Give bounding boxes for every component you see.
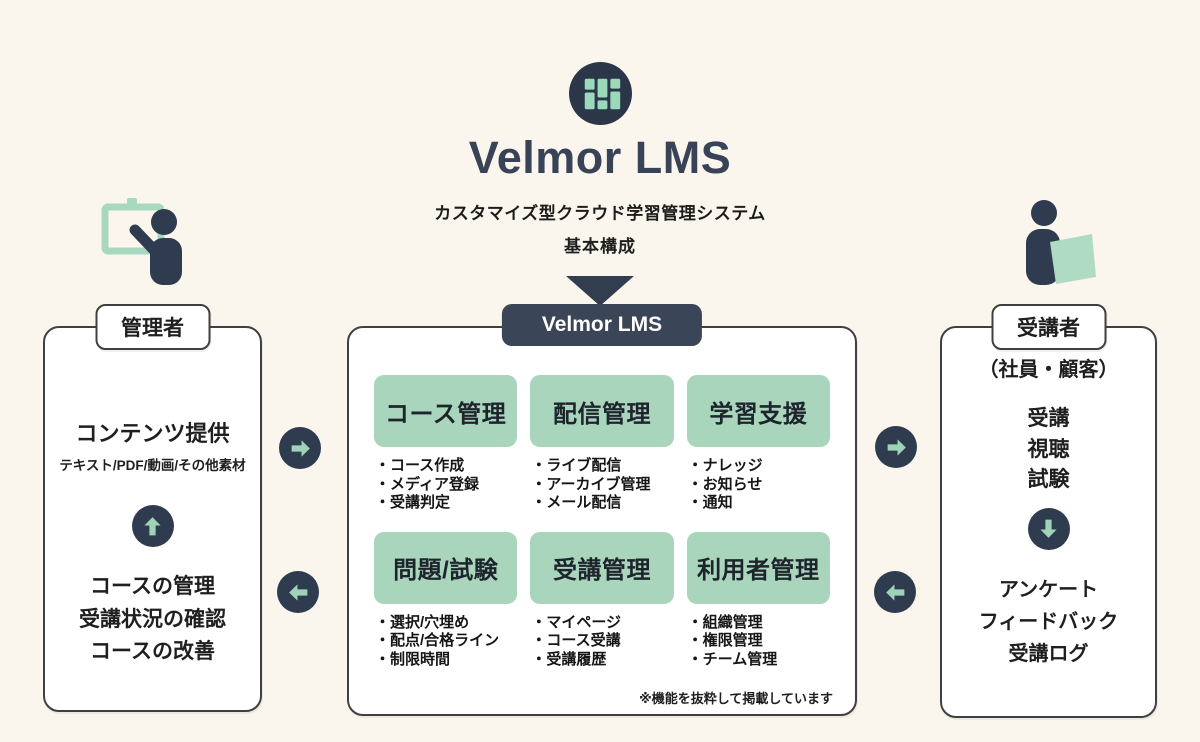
module-item: 受講判定 — [375, 494, 517, 513]
module-learning-support: 学習支援 ナレッジ お知らせ 通知 — [686, 375, 830, 513]
arrow-right-circle-icon — [279, 427, 321, 469]
module-item: コース作成 — [375, 457, 517, 476]
module-item: 通知 — [688, 494, 830, 513]
learner-sub-label: （社員・顧客） — [978, 359, 1119, 381]
person-with-laptop-icon — [1006, 197, 1098, 286]
module-card: コース管理 — [374, 375, 518, 447]
arrow-right-circle-icon — [875, 426, 917, 468]
module-question-exam: 問題/試験 選択/穴埋め 配点/合格ライン 制限時間 — [374, 531, 518, 670]
arrow-left-circle-icon — [277, 571, 319, 613]
module-item: 組織管理 — [688, 614, 830, 633]
admin-task-list: コースの管理 受講状況の確認 コースの改善 — [79, 571, 226, 669]
module-card: 配信管理 — [530, 375, 674, 447]
module-card: 学習支援 — [686, 375, 830, 447]
admin-task: コースの管理 — [90, 575, 215, 598]
module-item: お知らせ — [688, 476, 830, 495]
learner-activity: 視聴 — [1027, 437, 1070, 461]
admin-task: コースの改善 — [90, 640, 215, 663]
module-card: 受講管理 — [530, 531, 674, 604]
learner-output: アンケート — [998, 578, 1099, 601]
learner-activity-list: 受講 視聴 試験 — [1028, 404, 1070, 496]
learner-panel: 受講者 （社員・顧客） 受講 視聴 試験 アンケート フィードバック 受講ログ — [940, 304, 1157, 718]
module-item-list: 組織管理 権限管理 チーム管理 — [687, 614, 830, 670]
module-item: 選択/穴埋め — [375, 614, 517, 633]
module-course-management: コース管理 コース作成 メディア登録 受講判定 — [374, 375, 518, 513]
learner-output: 受講ログ — [1008, 642, 1089, 665]
module-attendance-management: 受講管理 マイページ コース受講 受講履歴 — [530, 531, 674, 670]
module-delivery-management: 配信管理 ライブ配信 アーカイブ管理 メール配信 — [530, 375, 674, 513]
module-card: 利用者管理 — [686, 531, 830, 604]
module-item: コース受講 — [531, 632, 673, 651]
module-item: ライブ配信 — [531, 457, 673, 476]
module-item-list: ライブ配信 アーカイブ管理 メール配信 — [530, 457, 673, 513]
module-item: メディア登録 — [375, 476, 517, 495]
module-item: メール配信 — [531, 494, 673, 513]
module-item: チーム管理 — [688, 651, 830, 670]
admin-task: 受講状況の確認 — [79, 607, 226, 631]
learner-panel-label: 受講者 — [991, 304, 1106, 350]
module-item: 権限管理 — [688, 632, 830, 651]
arrow-left-circle-icon — [874, 571, 916, 613]
presenter-at-whiteboard-icon — [98, 196, 194, 285]
admin-panel: 管理者 コンテンツ提供 テキスト/PDF/動画/その他素材 コースの管理 受講状… — [43, 304, 262, 712]
module-item: ナレッジ — [688, 457, 830, 476]
learner-activity: 受講 — [1027, 407, 1070, 430]
content-provide-title: コンテンツ提供 — [75, 421, 230, 446]
module-item: アーカイブ管理 — [531, 476, 673, 495]
arrow-up-circle-icon — [131, 505, 174, 547]
module-grid: コース管理 コース作成 メディア登録 受講判定 配信管理 ライブ配信 アーカイブ… — [349, 328, 855, 669]
content-provide-subtitle: テキスト/PDF/動画/その他素材 — [59, 458, 246, 473]
system-panel: Velmor LMS コース管理 コース作成 メディア登録 受講判定 配信管理 … — [347, 304, 857, 716]
module-item-list: 選択/穴埋め 配点/合格ライン 制限時間 — [374, 614, 517, 670]
learner-output-list: アンケート フィードバック 受講ログ — [979, 574, 1119, 670]
learner-activity: 試験 — [1027, 468, 1070, 491]
module-item: マイページ — [531, 614, 673, 633]
excerpt-note: ※機能を抜粋して掲載しています — [639, 691, 833, 706]
admin-panel-label: 管理者 — [95, 304, 210, 350]
down-triangle-icon — [566, 276, 634, 306]
learner-output: フィードバック — [978, 610, 1119, 633]
tagline-basic-structure: 基本構成 — [564, 237, 636, 256]
module-card: 問題/試験 — [374, 531, 518, 604]
system-panel-label: Velmor LMS — [501, 304, 703, 346]
header: Velmor LMS カスタマイズ型クラウド学習管理システム 基本構成 — [0, 0, 1200, 306]
module-item: 配点/合格ライン — [375, 632, 517, 651]
module-user-management: 利用者管理 組織管理 権限管理 チーム管理 — [686, 531, 830, 670]
arrow-down-circle-icon — [1027, 507, 1070, 550]
module-item-list: コース作成 メディア登録 受講判定 — [374, 457, 517, 513]
module-item-list: ナレッジ お知らせ 通知 — [687, 457, 830, 513]
module-item-list: マイページ コース受講 受講履歴 — [530, 614, 673, 670]
module-item: 制限時間 — [375, 651, 517, 670]
grid-blocks-logo-icon — [568, 62, 632, 125]
tagline: カスタマイズ型クラウド学習管理システム — [434, 204, 766, 223]
brand-title: Velmor LMS — [468, 132, 732, 183]
module-item: 受講履歴 — [531, 651, 673, 670]
